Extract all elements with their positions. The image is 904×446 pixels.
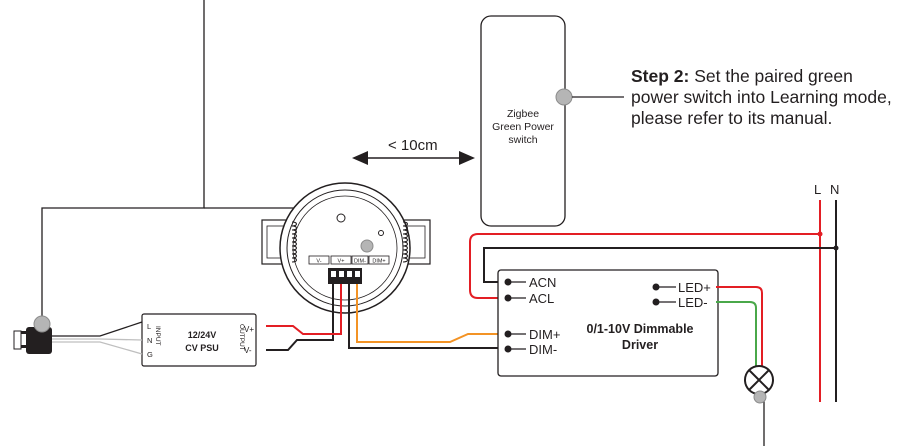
cv-psu: 12/24V CV PSU L N G INPUT OUTPUT V+ V- — [141, 313, 257, 367]
wire-led-neg — [716, 301, 757, 366]
wire-sensor-v-pos — [266, 284, 342, 335]
step-text: Set the paired green power switch into L… — [631, 66, 892, 128]
psu-output-v-pos: V+ — [244, 325, 254, 334]
sensor-terminal-dim-pos: DIM+ — [372, 259, 385, 265]
driver-acn-label: ACN — [529, 275, 556, 290]
lamp-symbol — [744, 365, 774, 395]
sensor-terminal-v-neg: V- — [316, 259, 321, 265]
psu-input-l: L — [147, 322, 151, 331]
wire-led-pos — [716, 286, 763, 366]
driver-label-1: 0/1-10V Dimmable — [587, 322, 694, 336]
wire-sensor-v-neg — [266, 284, 334, 351]
wire-acn — [483, 247, 836, 283]
power-plug — [13, 315, 52, 354]
sensor-terminal-v-pos: V+ — [338, 259, 345, 265]
distance-label: < 10cm — [388, 137, 438, 154]
driver-dim-neg-label: DIM- — [529, 342, 557, 357]
sensor-terminal-block — [328, 268, 362, 284]
sensor-learn-button — [360, 239, 374, 253]
step-instruction: Step 2: Set the paired green power switc… — [631, 66, 903, 129]
psu-label-2: CV PSU — [185, 343, 219, 353]
wire-acl — [469, 233, 820, 299]
microwave-sensor: V- V+ DIM- DIM+ — [261, 182, 431, 314]
psu-input-g: G — [147, 350, 153, 359]
plug-indicator-dot — [33, 315, 51, 333]
wire-psu-g — [48, 341, 143, 355]
psu-input-label: INPUT — [154, 326, 161, 346]
psu-output-label: OUTPUT — [238, 324, 245, 351]
switch-label-2: Green Power — [492, 121, 554, 133]
lamp-indicator-dot — [753, 390, 767, 404]
mains-label-l: L — [814, 182, 821, 197]
psu-output-v-neg: V- — [244, 346, 252, 355]
wire-psu-l — [48, 321, 143, 337]
driver-led-neg-label: LED- — [678, 295, 708, 310]
distance-indicator: < 10cm — [352, 137, 475, 165]
wire-psu-n — [48, 338, 143, 341]
driver-acl-label: ACL — [529, 291, 554, 306]
sensor-terminal-dim-neg: DIM- — [354, 259, 366, 265]
psu-input-n: N — [147, 336, 152, 345]
wire-sensor-dim-neg — [348, 284, 498, 349]
switch-label-3: switch — [508, 134, 537, 146]
switch-indicator-dot — [555, 88, 573, 106]
switch-label-1: Zigbee — [507, 108, 539, 120]
driver-led-pos-label: LED+ — [678, 280, 711, 295]
driver-dim-pos-label: DIM+ — [529, 327, 560, 342]
sensor-feed-wire — [41, 0, 205, 322]
green-power-switch: Zigbee Green Power switch — [480, 15, 573, 227]
mains-label-n: N — [830, 182, 839, 197]
step-title: Step 2: — [631, 66, 690, 86]
psu-label-1: 12/24V — [188, 330, 217, 340]
dimmable-driver: ACN ACL DIM+ DIM- LED+ LED- 0/1-10V Dimm… — [497, 269, 719, 377]
driver-label-2: Driver — [622, 338, 658, 352]
wire-sensor-dim-pos — [356, 284, 498, 343]
